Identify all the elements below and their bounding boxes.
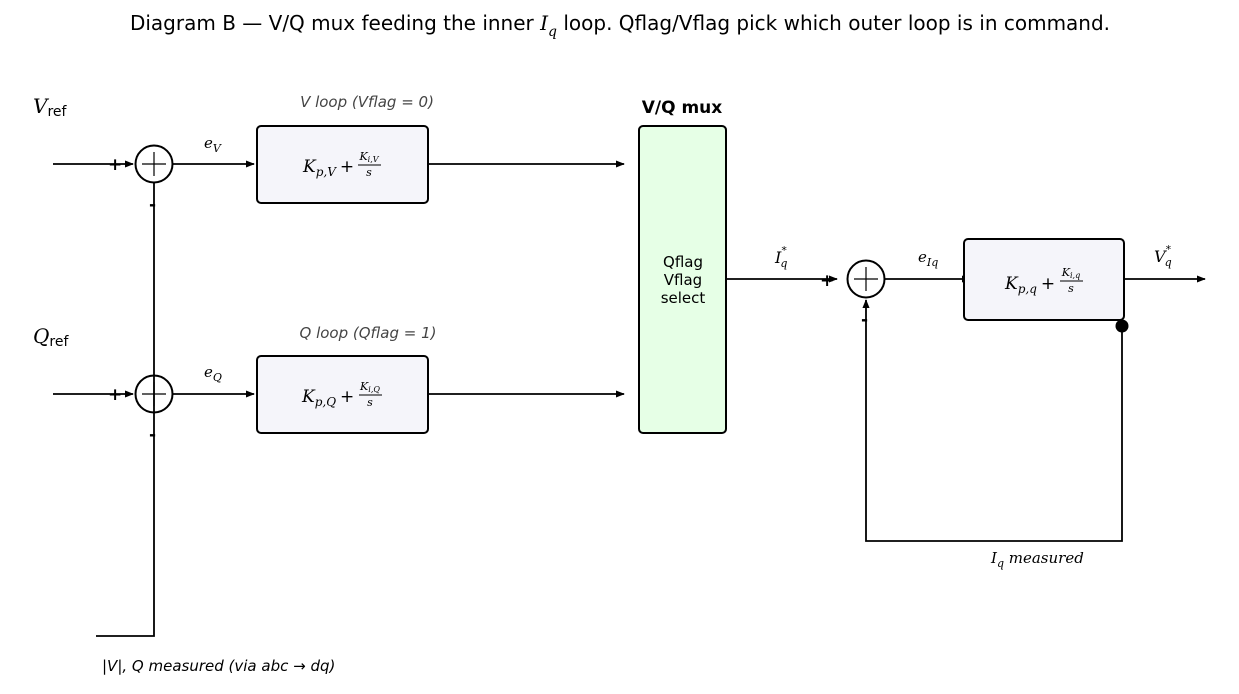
q-sum-minus-sign: - bbox=[149, 425, 156, 445]
v-loop-tf: Kp,V+ bbox=[302, 157, 354, 179]
inner-loop-tf: Kp,q+ bbox=[1004, 274, 1055, 296]
q-sum-plus-sign: + bbox=[108, 385, 122, 405]
v-loop-s: s bbox=[366, 166, 372, 179]
q-loop-label: Q loop (Qflag = 1) bbox=[300, 324, 437, 342]
v-sum-minus-sign: - bbox=[149, 195, 156, 215]
mux-line-select: select bbox=[661, 289, 706, 307]
eiq-label: eIq bbox=[918, 248, 938, 269]
qref-label: Qref bbox=[33, 324, 69, 350]
inner-sum-plus-sign: + bbox=[820, 271, 834, 291]
outer-feedback-wire bbox=[96, 183, 155, 637]
q-loop-tf: Kp,Q+ bbox=[301, 387, 354, 409]
inner-summing-junction bbox=[846, 259, 886, 299]
q-loop-s: s bbox=[367, 396, 373, 409]
ev-label: eV bbox=[204, 134, 222, 155]
v-loop-ki: Ki,V bbox=[358, 150, 379, 164]
iq-ref-label: Iq* bbox=[774, 244, 787, 270]
iq-measured-label: Iq measured bbox=[990, 549, 1084, 570]
inner-loop-s: s bbox=[1068, 282, 1074, 295]
mux-title: V/Q mux bbox=[642, 98, 723, 118]
inner-loop-ki: Ki,q bbox=[1061, 266, 1080, 280]
v-summing-junction bbox=[134, 144, 174, 184]
mux-line-vflag: Vflag bbox=[664, 271, 702, 289]
q-loop-ki: Ki,Q bbox=[359, 380, 380, 394]
v-loop-label: V loop (Vflag = 0) bbox=[300, 93, 434, 111]
v-sum-plus-sign: + bbox=[108, 155, 122, 175]
outer-feedback-label: |V|, Q measured (via abc → dq) bbox=[102, 657, 335, 675]
mux-line-qflag: Qflag bbox=[663, 253, 703, 271]
vq-output-label: Vq* bbox=[1154, 243, 1172, 269]
diagram-title: Diagram B — V/Q mux feeding the inner Iq… bbox=[130, 11, 1110, 40]
inner-sum-minus-sign: - bbox=[861, 310, 868, 330]
vref-label: Vref bbox=[33, 94, 68, 120]
eq-label: eQ bbox=[204, 363, 222, 384]
iq-feedback-wire bbox=[862, 299, 1123, 542]
